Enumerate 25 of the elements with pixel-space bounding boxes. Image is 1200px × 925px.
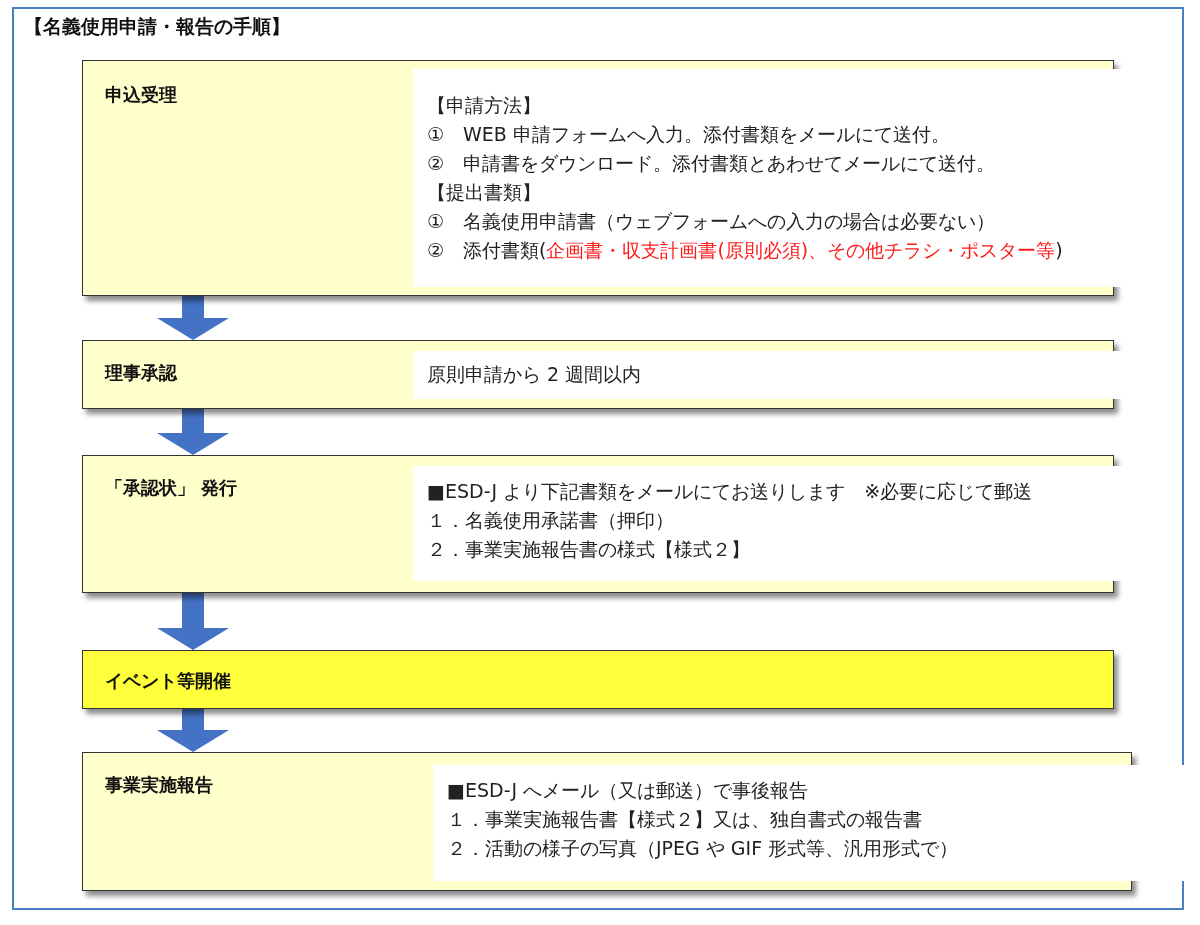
- step-box: [82, 650, 1114, 709]
- text-line: １．名義使用承諾書（押印）: [427, 508, 675, 533]
- text-line: ■ESD-J へメール（又は郵送）で事後報告: [447, 778, 810, 803]
- block-arrow: [157, 593, 229, 650]
- text-line: ■ESD-J より下記書類をメールにてお送りします ※必要に応じて郵送: [427, 479, 1034, 504]
- text-line: １．事業実施報告書【様式２】又は、独自書式の報告書: [447, 807, 923, 832]
- diagram-title: 【名義使用申請・報告の手順】: [24, 14, 290, 39]
- text-panel: [433, 765, 1185, 881]
- text-line: ２．活動の様子の写真（JPEG や GIF 形式等、汎用形式で）: [447, 836, 960, 861]
- text-line: ① 名義使用申請書（ウェブフォームへの入力の場合は必要ない）: [427, 209, 997, 234]
- step-heading: 理事承認: [105, 361, 177, 385]
- step-heading: イベント等開催: [105, 669, 231, 693]
- text-line: 【申請方法】: [427, 93, 542, 118]
- block-arrow: [157, 409, 229, 455]
- block-arrow: [157, 709, 229, 752]
- step-heading: 申込受理: [105, 83, 177, 107]
- text-line: ② 申請書をダウンロード。添付書類とあわせてメールにて送付。: [427, 151, 997, 176]
- step-heading: 事業実施報告: [105, 773, 213, 797]
- text-line: ② 添付書類(企画書・収支計画書(原則必須)、その他チラシ・ポスター等): [427, 238, 1064, 263]
- text-line: ２．事業実施報告書の様式【様式２】: [427, 537, 751, 562]
- text-line: 【提出書類】: [427, 180, 542, 205]
- block-arrow: [157, 296, 229, 340]
- text-line: 原則申請から 2 週間以内: [427, 362, 643, 387]
- step-heading: 「承認状」 発行: [105, 476, 238, 500]
- text-line: ① WEB 申請フォームへ入力。添付書類をメールにて送付。: [427, 122, 951, 147]
